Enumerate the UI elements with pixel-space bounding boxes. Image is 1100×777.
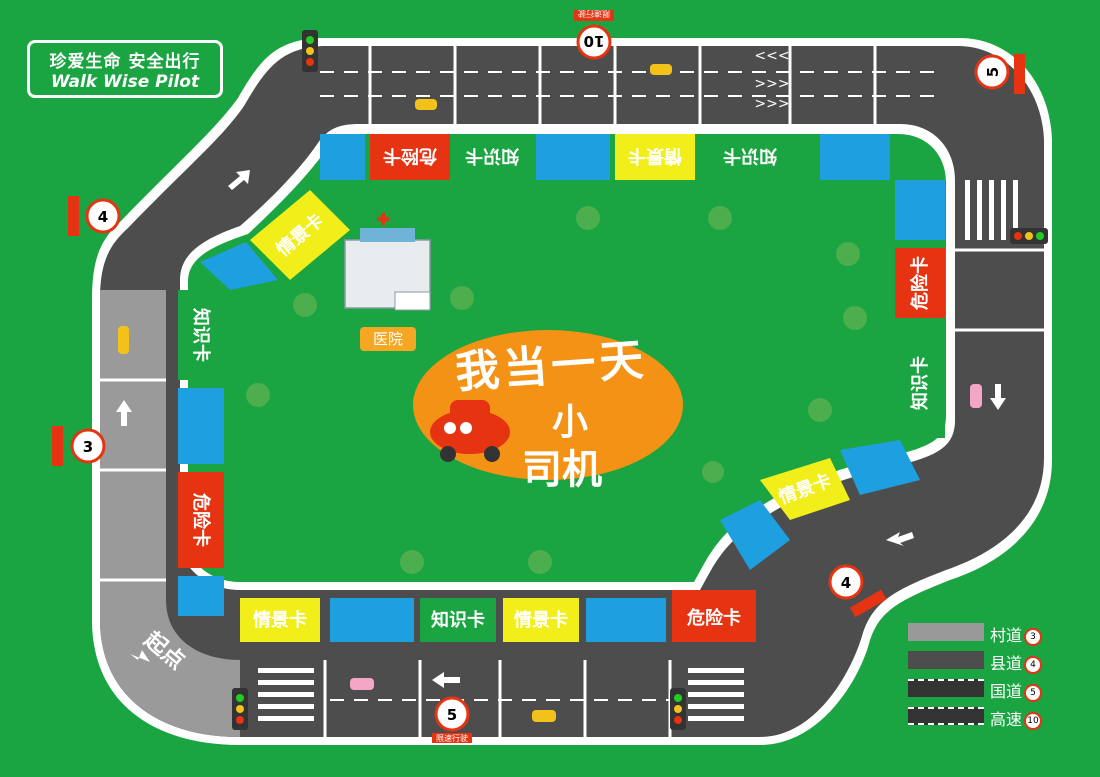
tile-knowledge-bottom[interactable]	[420, 598, 496, 642]
label-knowledge-top-1: 知识卡	[465, 145, 519, 167]
car-icon	[118, 326, 129, 354]
tile-blank-bottom-1[interactable]	[330, 598, 414, 642]
speed-sign-bottom: 5 限速行驶	[432, 696, 472, 743]
speed-sign-right-lower: 4	[828, 564, 887, 618]
legend-num: 5	[1024, 683, 1043, 702]
label-danger-right: 危险卡	[909, 256, 931, 311]
label-danger-top: 危险卡	[383, 145, 438, 167]
label-scene-top: 情景卡	[628, 145, 682, 167]
legend-label: 村道	[990, 626, 1023, 645]
label-knowledge-bottom: 知识卡	[431, 609, 485, 631]
svg-text:4: 4	[841, 574, 851, 592]
arrow-start-icon	[130, 650, 150, 662]
car-icon	[970, 384, 982, 408]
label-danger-left: 危险卡	[190, 492, 212, 547]
speed-sign-top-right: 5	[974, 54, 1025, 94]
traffic-light-icon	[1010, 228, 1048, 244]
tile-danger-left[interactable]	[178, 472, 224, 568]
car-icon	[532, 710, 556, 722]
title-line1: 珍爱生命 安全出行	[49, 52, 201, 72]
svg-text:5: 5	[447, 706, 457, 724]
center-sub2: 司机	[522, 447, 602, 493]
hospital-label: 医院	[360, 327, 416, 351]
arrow-left-icon	[432, 672, 460, 688]
svg-text:4: 4	[98, 208, 108, 226]
legend-num: 3	[1024, 627, 1043, 646]
speed-sign-left: 4	[68, 196, 121, 236]
svg-text:10: 10	[584, 32, 605, 50]
tile-scene-bottom-2[interactable]	[503, 598, 579, 642]
traffic-light-icon	[302, 30, 318, 72]
tree-icon	[246, 206, 867, 574]
label-knowledge-top-2: 知识卡	[723, 145, 777, 167]
speed-sign-top: 10 限速行驶	[574, 9, 614, 60]
tile-knowledge-left[interactable]	[178, 290, 224, 380]
traffic-light-icon	[670, 688, 686, 730]
center-title: 我当一天	[453, 334, 649, 399]
svg-text:<<<: <<<	[754, 48, 789, 64]
label-danger-bottom: 危险卡	[686, 607, 741, 629]
tile-scene-left-diag[interactable]	[250, 190, 350, 280]
svg-text:限速行驶: 限速行驶	[578, 9, 610, 19]
tile-blank-right-diag[interactable]	[840, 440, 920, 495]
car-icon	[650, 64, 672, 75]
legend-num: 10	[1024, 711, 1043, 730]
tile-blank-right-1[interactable]	[895, 180, 945, 240]
tile-danger-bottom[interactable]	[672, 590, 756, 642]
svg-text:3: 3	[83, 438, 93, 456]
traffic-light-icon	[232, 688, 248, 730]
arrow-downleft-icon	[886, 532, 914, 546]
tile-blank-left-low[interactable]	[178, 576, 224, 616]
title-box: 珍爱生命 安全出行 Walk Wise Pilot	[27, 40, 223, 98]
legend-swatch	[908, 679, 984, 697]
label-scene-bottom-2: 情景卡	[514, 609, 568, 631]
svg-text:限速行驶: 限速行驶	[436, 733, 468, 743]
tile-blank-right-diag2[interactable]	[720, 500, 790, 570]
svg-text:>>>: >>>	[754, 76, 789, 92]
tile-danger-top[interactable]	[370, 134, 450, 180]
tile-blank-bottom-2[interactable]	[586, 598, 666, 642]
tile-blank-left-diag[interactable]	[200, 242, 278, 290]
arrow-up-icon	[116, 400, 132, 426]
arrow-down-icon	[990, 384, 1006, 410]
car-icon	[350, 678, 374, 690]
highway-chevrons: <<< >>> >>>	[754, 48, 789, 112]
legend-num: 4	[1024, 655, 1043, 674]
legend-swatch	[908, 707, 984, 725]
tile-blank-left[interactable]	[178, 388, 224, 464]
tile-scene-bottom-1[interactable]	[240, 598, 320, 642]
legend-label: 县道	[990, 654, 1023, 673]
tile-knowledge-top-1[interactable]	[455, 134, 530, 180]
tile-blank-top-2[interactable]	[820, 134, 890, 180]
tile-blank-top-1[interactable]	[536, 134, 610, 180]
legend-swatch	[908, 623, 984, 641]
tile-danger-right[interactable]	[895, 248, 945, 318]
car-icon	[415, 99, 437, 110]
speed-sign-left-mid: 3	[52, 426, 106, 466]
tile-knowledge-right[interactable]	[895, 328, 945, 438]
tile-scene-top[interactable]	[615, 134, 695, 180]
title-line2: Walk Wise Pilot	[50, 72, 200, 92]
label-knowledge-left: 知识卡	[190, 308, 212, 362]
legend-label: 高速	[990, 710, 1023, 729]
legend-label: 国道	[990, 682, 1023, 701]
tile-knowledge-top-2[interactable]	[702, 134, 797, 180]
svg-text:5: 5	[984, 67, 1002, 77]
label-knowledge-right: 知识卡	[909, 356, 931, 410]
label-scene-bottom-1: 情景卡	[253, 609, 307, 631]
svg-text:>>>: >>>	[754, 96, 789, 112]
car-mascot-icon	[430, 400, 510, 462]
tile-scene-right-diag[interactable]	[760, 458, 850, 520]
hospital-icon	[344, 213, 431, 311]
center-sub1: 小	[552, 402, 589, 443]
legend-swatch	[908, 651, 984, 669]
tile-blank-top-left[interactable]	[320, 134, 365, 180]
arrow-upright-icon	[228, 170, 250, 190]
